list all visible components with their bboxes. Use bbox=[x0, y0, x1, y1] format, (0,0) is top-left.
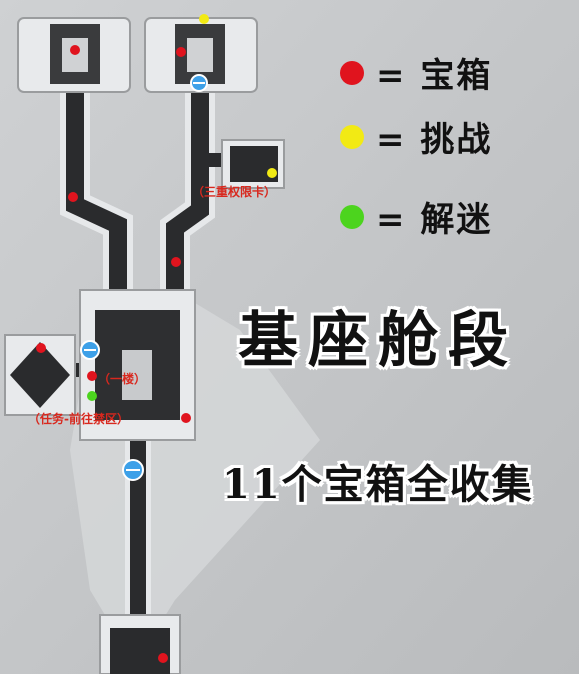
chest-marker[interactable] bbox=[181, 413, 191, 423]
quest-room-label: （任务-前往禁区） bbox=[28, 412, 129, 426]
challenge-marker[interactable] bbox=[199, 14, 209, 24]
corridors bbox=[60, 85, 235, 630]
puzzle-markers bbox=[87, 391, 97, 401]
space-anchor-icon[interactable] bbox=[80, 340, 100, 360]
challenge-marker[interactable] bbox=[267, 168, 277, 178]
left-corridor-core bbox=[66, 85, 127, 290]
chest-marker[interactable] bbox=[87, 371, 97, 381]
west-room-floor bbox=[10, 342, 70, 408]
legend-label: = 宝箱 bbox=[376, 56, 493, 96]
challenge-legend-dot bbox=[340, 124, 364, 149]
challenge-markers bbox=[199, 14, 277, 178]
chest-marker[interactable] bbox=[36, 343, 46, 353]
space-anchor-icon[interactable] bbox=[122, 459, 144, 481]
legend-puzzle: = 解迷 bbox=[340, 192, 492, 241]
puzzle-legend-dot bbox=[340, 204, 364, 229]
map-subtitle: 11个宝箱全收集 bbox=[222, 461, 534, 508]
chest-marker[interactable] bbox=[70, 45, 80, 55]
bottom-room-floor bbox=[110, 628, 170, 674]
map-title: 基座舱段 bbox=[238, 306, 518, 376]
chest-legend-dot bbox=[340, 60, 364, 85]
legend-chest: = 宝箱 bbox=[340, 48, 492, 97]
space-anchor-icon[interactable] bbox=[190, 74, 208, 92]
legend-label: = 挑战 bbox=[376, 120, 493, 160]
legend-label: = 解迷 bbox=[376, 200, 493, 240]
top-right-room-inner bbox=[187, 38, 213, 72]
challenge-room-label: （三重权限卡） bbox=[192, 185, 277, 199]
legend-challenge: = 挑战 bbox=[340, 112, 492, 161]
central-hall-block bbox=[122, 350, 152, 400]
chest-marker[interactable] bbox=[171, 257, 181, 267]
chest-markers bbox=[36, 45, 191, 663]
chest-marker[interactable] bbox=[68, 192, 78, 202]
puzzle-marker[interactable] bbox=[87, 391, 97, 401]
first-floor-label: （一楼） bbox=[98, 372, 147, 386]
chest-marker[interactable] bbox=[158, 653, 168, 663]
chest-marker[interactable] bbox=[176, 47, 186, 57]
